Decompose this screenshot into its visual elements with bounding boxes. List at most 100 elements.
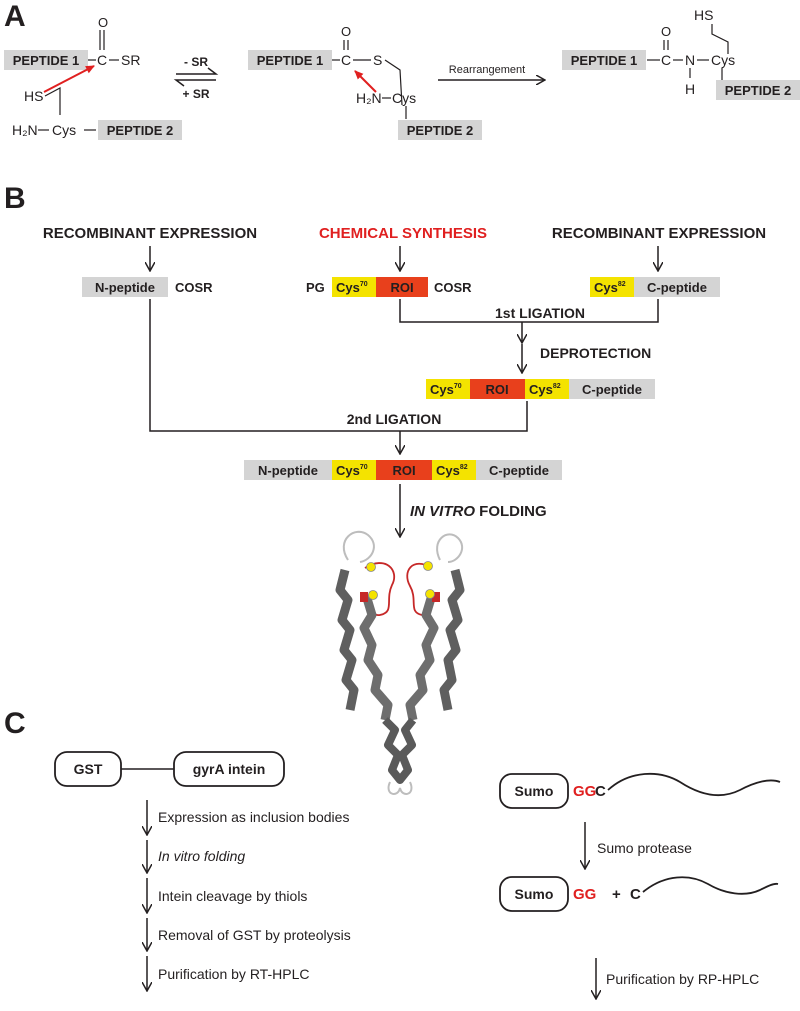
ligated-fragment: Cys70 ROI Cys82 C-peptide — [426, 379, 655, 399]
peptide-chain — [642, 876, 779, 895]
hs-label: HS — [24, 88, 43, 104]
panel-a-letter: A — [4, 0, 26, 33]
red-segment-right — [432, 592, 440, 602]
roi-box — [376, 460, 432, 480]
peptide2-label: PEPTIDE 2 — [107, 123, 173, 138]
carbonyl-c: C — [661, 52, 671, 68]
h2n-label: H₂N — [356, 90, 382, 106]
red-attack-arrow — [354, 70, 377, 93]
h2n-label: H₂N — [12, 122, 38, 138]
roi-label: ROI — [390, 280, 413, 295]
cys82-box — [590, 277, 634, 297]
cosr-label: COSR — [434, 280, 472, 295]
stalk-helix — [382, 717, 417, 784]
cys70-label: Cys70 — [336, 463, 368, 478]
ligation2-label: 2nd LIGATION — [347, 411, 442, 427]
step-intein-cleavage: Intein cleavage by thiols — [158, 888, 307, 904]
amide-product: HS PEPTIDE 1 O C N Cys H PEPTIDE 2 — [562, 7, 800, 100]
side-chain — [44, 87, 61, 115]
n-peptide-fragment: N-peptide COSR — [82, 277, 213, 297]
plus-sr-label: + SR — [182, 87, 209, 101]
rearrangement-label: Rearrangement — [449, 64, 525, 76]
panel-a: A PEPTIDE 1 O C SR HS H₂N Cys PEPTIDE 2 … — [4, 0, 800, 140]
source-chemical-synthesis: CHEMICAL SYNTHESIS — [319, 225, 487, 242]
gg-label: GG — [573, 886, 596, 903]
sumo-box — [499, 773, 569, 809]
n-label: N — [685, 52, 695, 68]
peptide1-box — [4, 50, 88, 70]
carbonyl-o: O — [661, 24, 671, 39]
n-peptide-box — [244, 460, 332, 480]
cys70-box — [332, 277, 376, 297]
roi-label: ROI — [392, 463, 415, 478]
peptide2-label: PEPTIDE 2 — [725, 83, 791, 98]
forward-harpoon — [176, 67, 219, 75]
helix-right-outer — [439, 568, 465, 711]
rearrangement: Rearrangement — [438, 64, 544, 80]
cys70-box — [426, 379, 470, 399]
sumo-label: Sumo — [515, 886, 554, 902]
roi-box — [470, 379, 525, 399]
cys70-label: Cys70 — [336, 280, 368, 295]
peptide2-box — [98, 120, 182, 140]
peptide1-box — [248, 50, 332, 70]
c-peptide-label: C-peptide — [647, 280, 707, 295]
thioester-intermediate: PEPTIDE 1 O C S H₂N Cys PEPTIDE 2 — [248, 24, 482, 140]
cysteine-sphere — [423, 561, 433, 571]
source-recombinant-right: RECOMBINANT EXPRESSION — [552, 225, 766, 242]
source-recombinant-left: RECOMBINANT EXPRESSION — [43, 225, 257, 242]
cys82-label: Cys82 — [436, 463, 468, 478]
gg-label: GG — [573, 783, 596, 800]
cosr-label: COSR — [175, 280, 213, 295]
sumo-protease-label: Sumo protease — [597, 840, 692, 856]
cysteine-sphere — [425, 589, 435, 599]
c-label: C — [630, 886, 641, 903]
cys-label: Cys — [711, 52, 735, 68]
sulfur-label: S — [373, 52, 382, 68]
helix-right-inner — [405, 593, 439, 721]
rp-hplc-label: Purification by RP-HPLC — [606, 971, 759, 987]
helix-left-inner — [359, 593, 393, 721]
top-loop-right — [436, 533, 464, 563]
plus-label: + — [612, 886, 621, 903]
cys-label: Cys — [392, 90, 416, 106]
gyra-intein-label: gyrA intein — [193, 761, 266, 777]
top-loop-left — [342, 530, 375, 563]
n-peptide-label: N-peptide — [258, 463, 318, 478]
pg-label: PG — [306, 280, 325, 295]
panel-b-letter: B — [4, 182, 26, 215]
red-attack-arrow — [43, 65, 95, 93]
peptide1-label: PEPTIDE 1 — [13, 53, 79, 68]
c-label: C — [595, 783, 606, 800]
gst-label: GST — [74, 761, 103, 777]
cysteine-sphere — [368, 590, 378, 600]
cys82-label: Cys82 — [529, 382, 561, 397]
step-purification: Purification by RT-HPLC — [158, 966, 309, 982]
step-gst-removal: Removal of GST by proteolysis — [158, 927, 351, 943]
sr-label: SR — [121, 52, 140, 68]
hs-label: HS — [694, 7, 713, 23]
folded-protein-structure — [335, 530, 465, 795]
reverse-harpoon — [173, 79, 216, 87]
cys82-box — [525, 379, 569, 399]
n-peptide-label: N-peptide — [95, 280, 155, 295]
cys70-label: Cys70 — [430, 382, 462, 397]
roi-label: ROI — [485, 382, 508, 397]
h-label: H — [685, 81, 695, 97]
ligation1-bracket — [399, 299, 659, 323]
cys82-label: Cys82 — [594, 280, 626, 295]
deprotection-label: DEPROTECTION — [540, 345, 651, 361]
cys-label: Cys — [52, 122, 76, 138]
reactant-1: PEPTIDE 1 O C SR HS H₂N Cys PEPTIDE 2 — [4, 15, 182, 140]
synthetic-fragment: PG Cys70 ROI COSR — [306, 277, 472, 297]
cys82-box — [432, 460, 476, 480]
ligation1-label: 1st LIGATION — [495, 305, 585, 321]
side-chain — [711, 24, 729, 54]
c-peptide-box — [634, 277, 720, 297]
bottom-loop — [387, 781, 413, 795]
peptide1-box — [562, 50, 646, 70]
side-chain — [384, 59, 403, 106]
n-peptide-box — [82, 277, 168, 297]
cysteine-sphere — [366, 562, 376, 572]
carbonyl-c: C — [97, 52, 107, 68]
